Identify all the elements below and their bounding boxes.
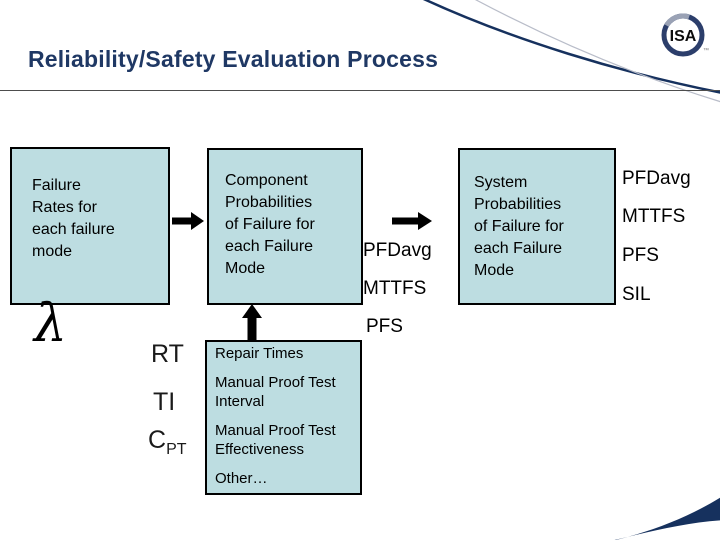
- ti-label: TI: [153, 388, 176, 416]
- system-probabilities-box: System Probabilities of Failure for each…: [458, 148, 616, 305]
- trademark-symbol: ™: [703, 48, 709, 54]
- system-output-label-mttfs: MTTFS: [622, 206, 686, 227]
- inputs-box-item: Manual Proof Test Interval: [215, 374, 336, 410]
- component-output-label-pfs: PFS: [366, 316, 403, 337]
- title-divider: [0, 90, 720, 91]
- system-output-label-pfdavg: PFDavg: [622, 168, 691, 189]
- arrow-right-icon: [392, 212, 432, 230]
- cpt-label: CPT: [148, 426, 187, 464]
- lambda-symbol: λ: [34, 294, 67, 354]
- cpt-base: C: [148, 426, 167, 454]
- arrow-right-icon: [172, 212, 204, 230]
- inputs-box: Repair Times Manual Proof Test Interval …: [205, 340, 362, 495]
- system-output-label-sil: SIL: [622, 284, 651, 305]
- slide-title: Reliability/Safety Evaluation Process: [28, 46, 439, 72]
- rt-label: RT: [151, 340, 184, 368]
- isa-logo: ISA: [660, 12, 706, 58]
- inputs-box-item: Other…: [215, 470, 268, 487]
- inputs-box-item: Manual Proof Test Effectiveness: [215, 422, 336, 458]
- component-output-label-pfdavg: PFDavg: [363, 240, 432, 261]
- system-output-label-pfs: PFS: [622, 245, 659, 266]
- component-output-label-mttfs: MTTFS: [363, 278, 427, 299]
- component-probabilities-box: Component Probabilities of Failure for e…: [207, 148, 363, 305]
- inputs-box-item: Repair Times: [215, 345, 304, 362]
- arrow-up-icon: [242, 304, 262, 340]
- isa-logo-text: ISA: [670, 28, 697, 45]
- cpt-subscript: PT: [166, 441, 187, 458]
- failure-rates-box: Failure Rates for each failure mode: [10, 147, 170, 305]
